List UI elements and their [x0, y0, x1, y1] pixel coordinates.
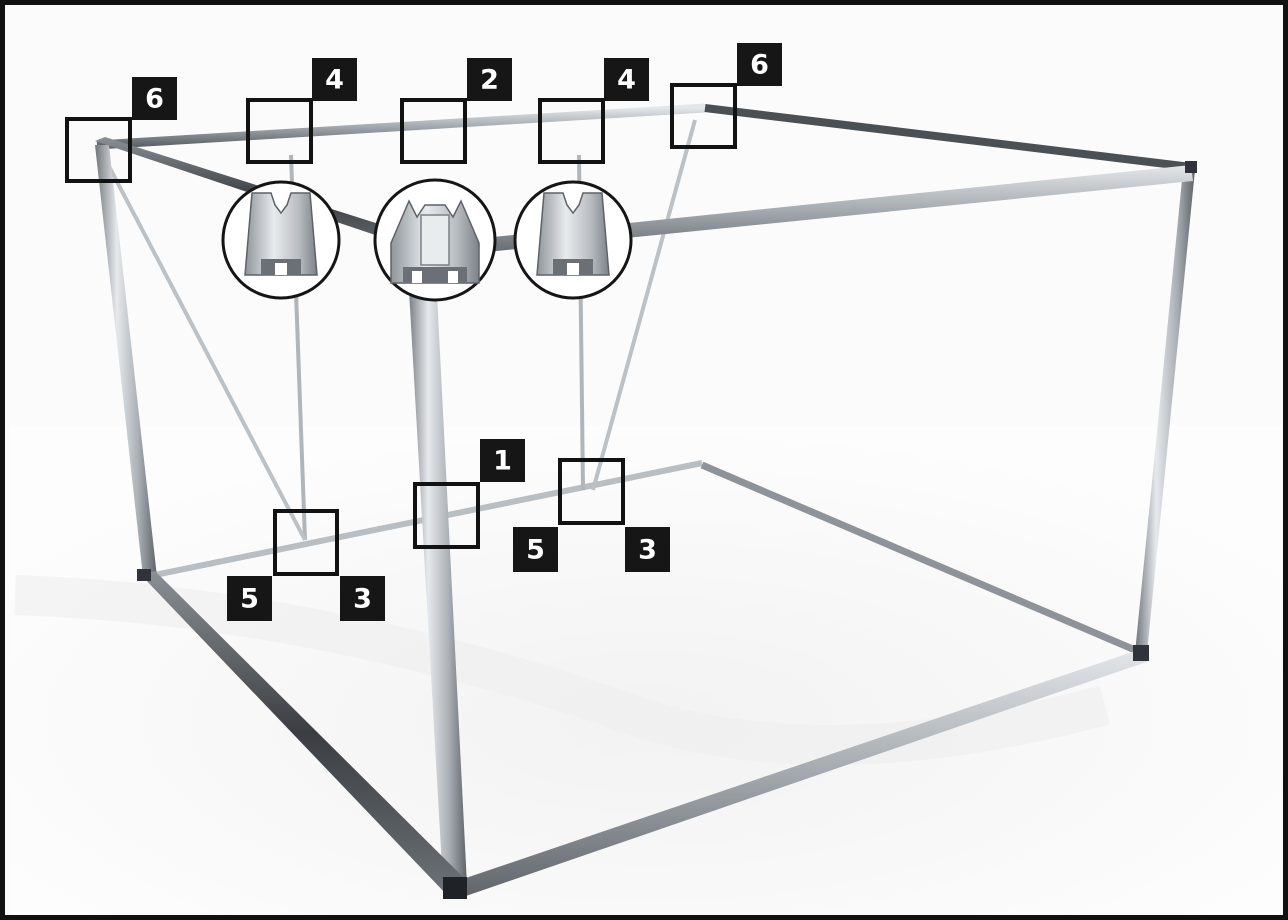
- highlight-box-4-left: [246, 98, 313, 164]
- svg-text:5: 5: [526, 535, 545, 566]
- callout-marker-6-right: 6: [737, 43, 782, 86]
- highlight-box-2: [400, 98, 467, 164]
- svg-text:3: 3: [638, 535, 657, 566]
- callout-marker-5-left: 5: [227, 576, 272, 621]
- highlight-box-6-right: [670, 83, 737, 149]
- svg-text:6: 6: [750, 50, 769, 81]
- profile-detail-single-groove-right: [513, 180, 633, 300]
- svg-text:4: 4: [617, 65, 636, 96]
- callout-marker-4-left: 4: [312, 58, 357, 101]
- svg-text:1: 1: [493, 446, 512, 477]
- svg-text:5: 5: [240, 584, 259, 615]
- svg-text:4: 4: [325, 65, 344, 96]
- callout-marker-5-right: 5: [513, 527, 558, 572]
- callout-marker-2: 2: [467, 58, 512, 101]
- callout-marker-6-left: 6: [132, 77, 177, 120]
- highlight-boxes: [65, 83, 737, 576]
- frame-structure-diagram: 6 4 2 4 6 1 5 3: [10, 43, 1283, 915]
- highlight-box-4-right: [538, 98, 605, 164]
- highlight-box-5-3-left: [273, 509, 339, 576]
- callout-marker-4-right: 4: [604, 58, 649, 101]
- highlight-box-6-left: [65, 117, 132, 183]
- callout-marker-3-left: 3: [340, 576, 385, 621]
- profile-detail-double-groove: [373, 178, 497, 302]
- profile-detail-single-groove-left: [221, 180, 341, 300]
- callout-marker-3-right: 3: [625, 527, 670, 572]
- number-markers: 6 4 2 4 6 1 5 3: [132, 43, 782, 621]
- svg-text:2: 2: [480, 65, 499, 96]
- front-frame: [95, 137, 1197, 899]
- callout-marker-1: 1: [480, 439, 525, 482]
- highlight-box-1: [413, 482, 480, 549]
- svg-text:6: 6: [145, 84, 164, 115]
- svg-text:3: 3: [353, 584, 372, 615]
- highlight-box-5-3-right: [558, 458, 625, 525]
